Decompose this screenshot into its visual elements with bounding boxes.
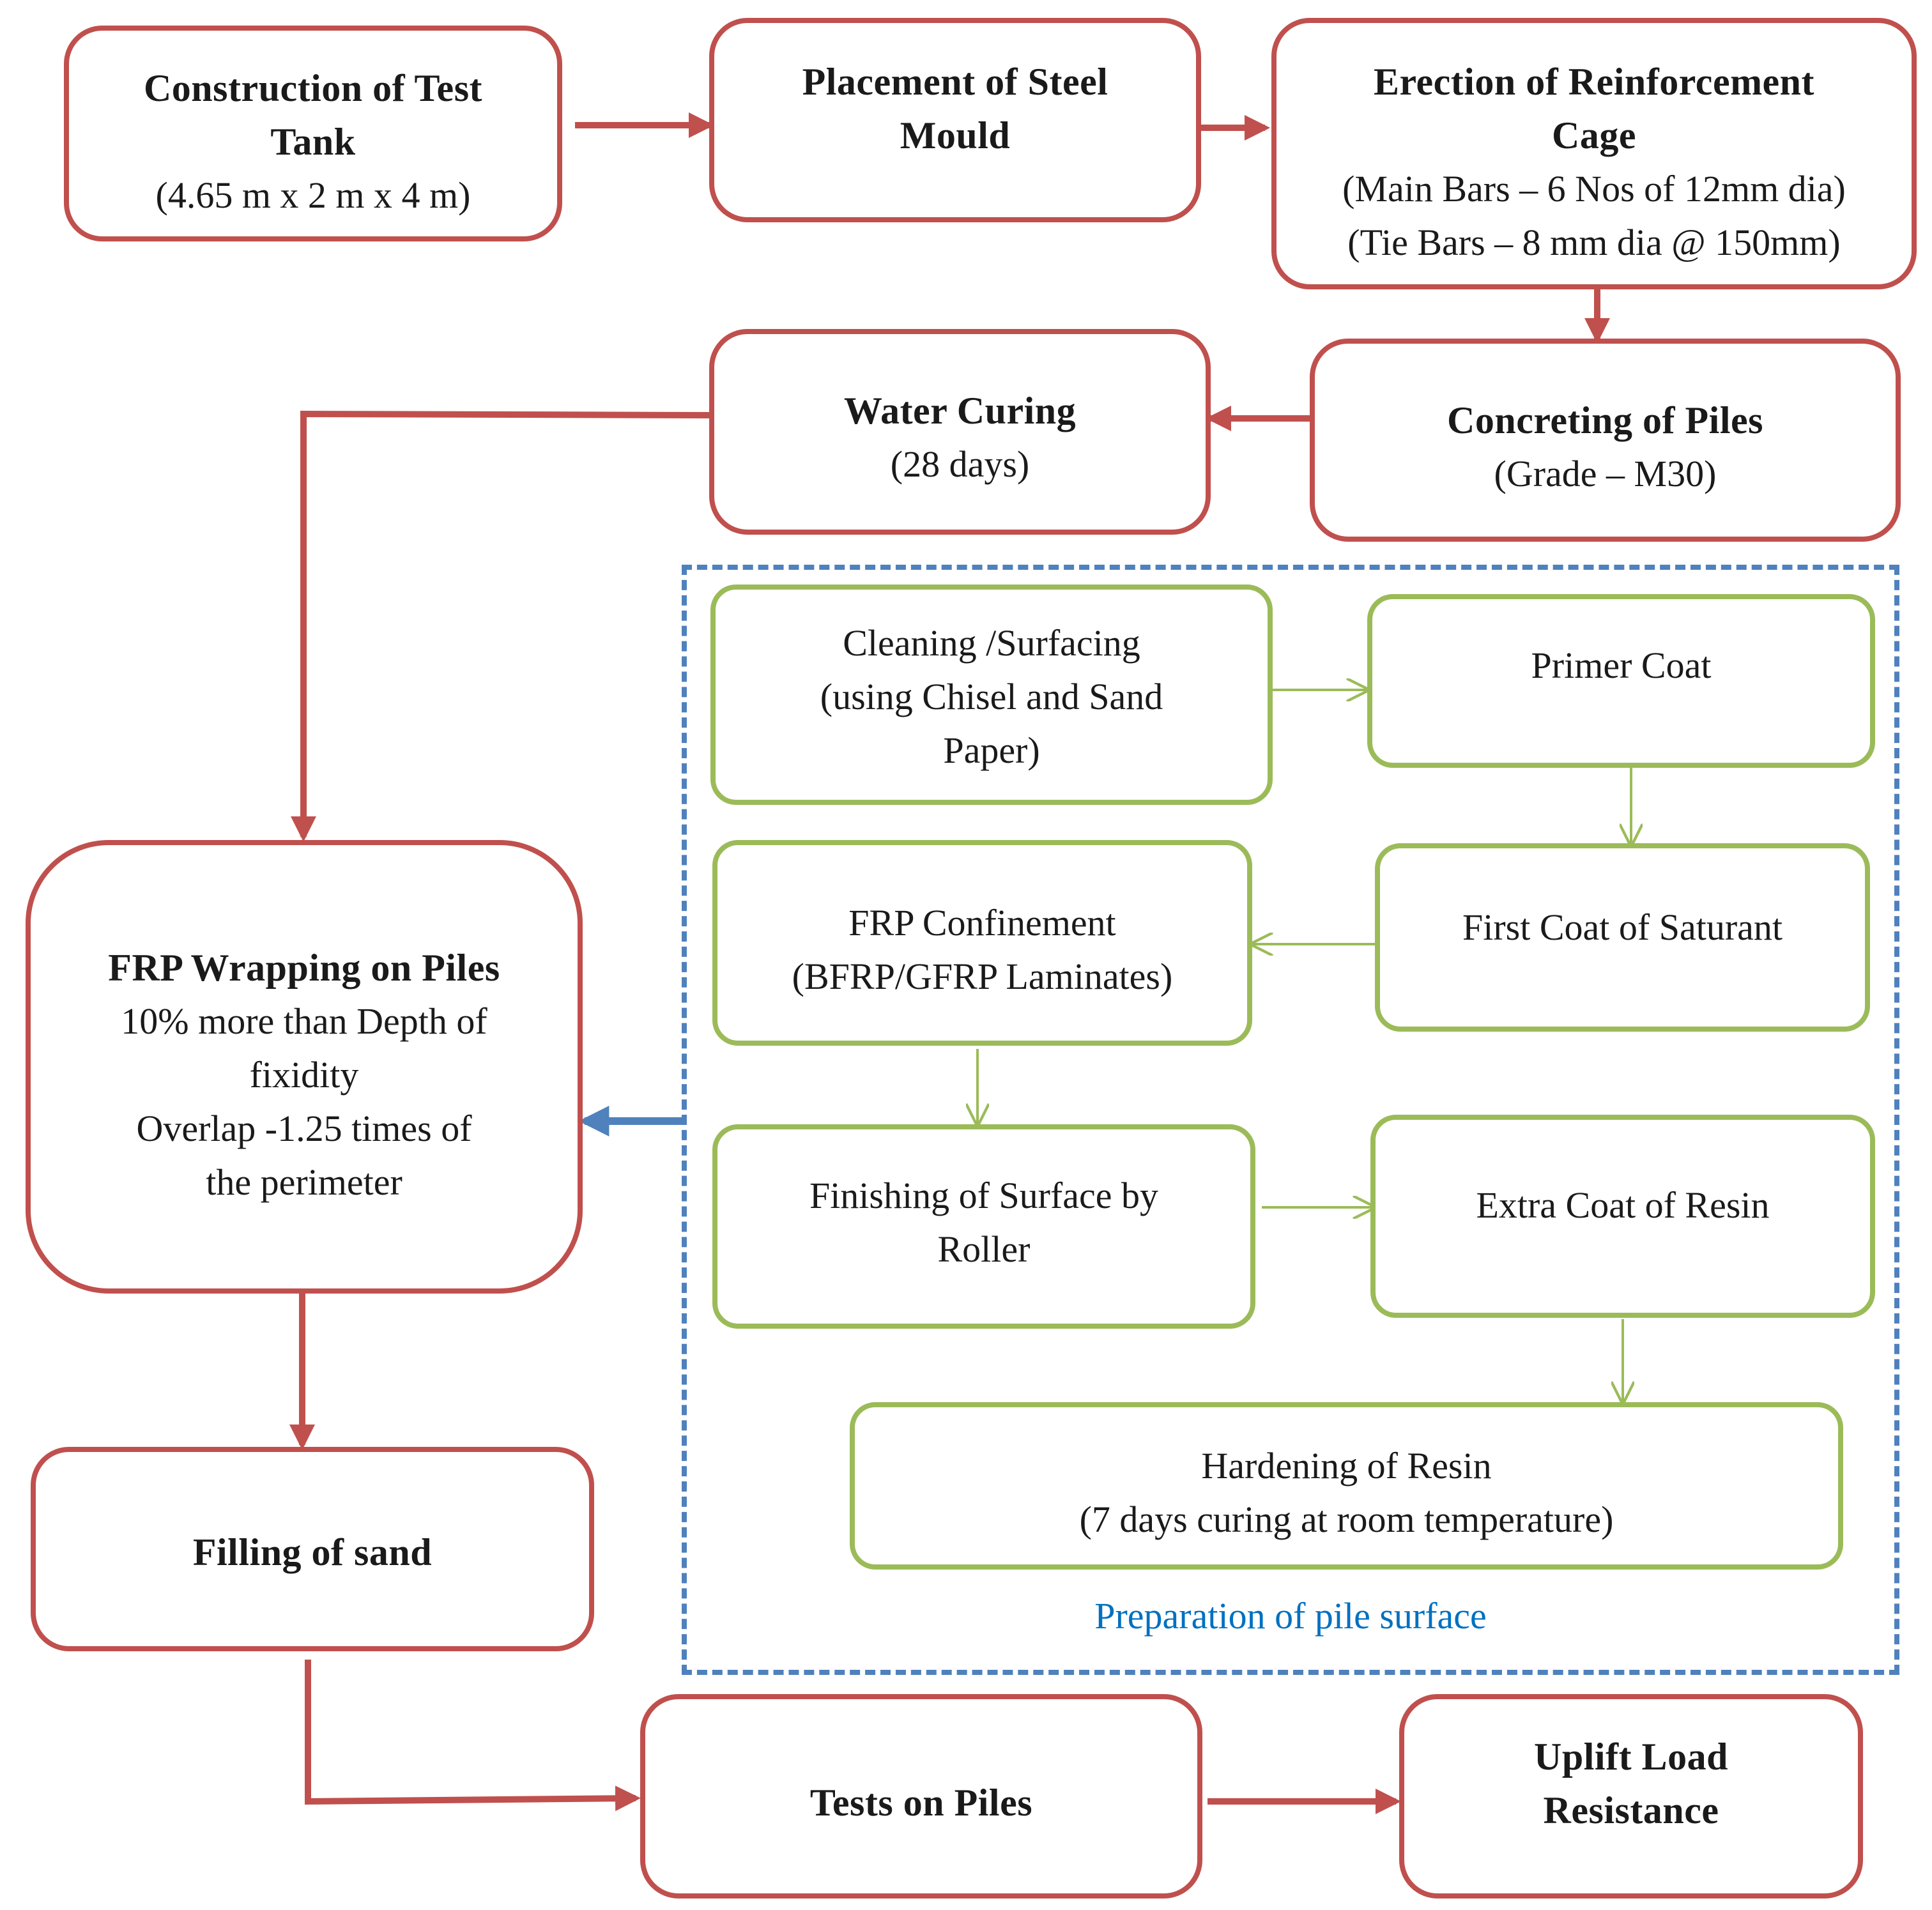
prep-extra-coat-of-resin: Extra Coat of Resin: [1370, 1115, 1875, 1318]
node-frp-wrapping-on-piles: FRP Wrapping on Piles 10% more than Dept…: [26, 840, 583, 1294]
node-line-3: Overlap -1.25 times of: [136, 1108, 472, 1149]
node-title-line-2: Tank: [270, 121, 356, 163]
arrow-curing-to-wrapping: [291, 410, 710, 842]
prep-cleaning-surfacing: Cleaning /Surfacing (using Chisel and Sa…: [710, 584, 1273, 805]
node-detail: (Grade – M30): [1494, 453, 1717, 494]
node-title-line-1: Uplift Load: [1534, 1736, 1728, 1778]
prep-line-1: Cleaning /Surfacing: [843, 622, 1140, 664]
node-title: Tests on Piles: [809, 1782, 1033, 1824]
prep-hardening-of-resin: Hardening of Resin (7 days curing at roo…: [850, 1402, 1843, 1570]
node-tests-on-piles: Tests on Piles: [640, 1694, 1202, 1899]
node-line-1: 10% more than Depth of: [121, 1000, 487, 1042]
preparation-group-label: Preparation of pile surface: [1094, 1595, 1487, 1637]
prep-line-1: FRP Confinement: [848, 902, 1116, 944]
prep-line-2: (using Chisel and Sand: [820, 676, 1163, 717]
node-title-line-1: Erection of Reinforcement: [1373, 61, 1815, 103]
node-title: Filling of sand: [192, 1531, 433, 1573]
node-detail: (28 days): [890, 443, 1030, 485]
node-water-curing: Water Curing (28 days): [709, 329, 1211, 535]
node-construction-of-test-tank: Construction of Test Tank (4.65 m x 2 m …: [64, 26, 562, 241]
prep-line-1: Finishing of Surface by: [809, 1175, 1159, 1216]
node-detail-line-2: (Tie Bars – 8 mm dia @ 150mm): [1347, 222, 1841, 263]
prep-frp-confinement: FRP Confinement (BFRP/GFRP Laminates): [712, 840, 1252, 1046]
node-concreting-of-piles: Concreting of Piles (Grade – M30): [1310, 339, 1901, 542]
node-title: FRP Wrapping on Piles: [108, 947, 500, 989]
node-placement-of-steel-mould: Placement of Steel Mould: [709, 18, 1201, 222]
prep-line-1: Extra Coat of Resin: [1476, 1184, 1770, 1226]
node-title-line-2: Cage: [1552, 114, 1636, 157]
node-title-line-2: Resistance: [1543, 1789, 1719, 1831]
preparation-group-border: [682, 565, 1899, 1675]
prep-line-1: Primer Coat: [1531, 645, 1712, 686]
node-line-2: fixidity: [249, 1054, 359, 1096]
prep-finishing-of-surface: Finishing of Surface by Roller: [712, 1124, 1255, 1329]
prep-line-2: (7 days curing at room temperature): [1079, 1499, 1614, 1540]
prep-line-1: Hardening of Resin: [1201, 1445, 1492, 1486]
prep-primer-coat: Primer Coat: [1367, 594, 1875, 768]
node-title-line-2: Mould: [900, 114, 1011, 157]
node-title: Concreting of Piles: [1447, 399, 1763, 441]
node-title-line-1: Placement of Steel: [802, 61, 1108, 103]
node-line-4: the perimeter: [206, 1161, 402, 1203]
node-detail-line-1: (Main Bars – 6 Nos of 12mm dia): [1342, 168, 1846, 210]
prep-line-2: (BFRP/GFRP Laminates): [792, 956, 1173, 997]
arrow-sand-to-tests: [305, 1660, 641, 1812]
prep-first-coat-of-saturant: First Coat of Saturant: [1375, 843, 1870, 1032]
prep-line-3: Paper): [943, 730, 1040, 771]
node-filling-of-sand: Filling of sand: [31, 1447, 594, 1651]
node-uplift-load-resistance: Uplift Load Resistance: [1399, 1694, 1863, 1899]
prep-line-1: First Coat of Saturant: [1462, 906, 1782, 948]
prep-line-2: Roller: [937, 1228, 1031, 1270]
node-title: Water Curing: [843, 390, 1077, 432]
node-title-line-1: Construction of Test: [143, 67, 483, 109]
node-detail: (4.65 m x 2 m x 4 m): [155, 174, 471, 216]
node-erection-of-reinforcement-cage: Erection of Reinforcement Cage (Main Bar…: [1271, 18, 1917, 289]
